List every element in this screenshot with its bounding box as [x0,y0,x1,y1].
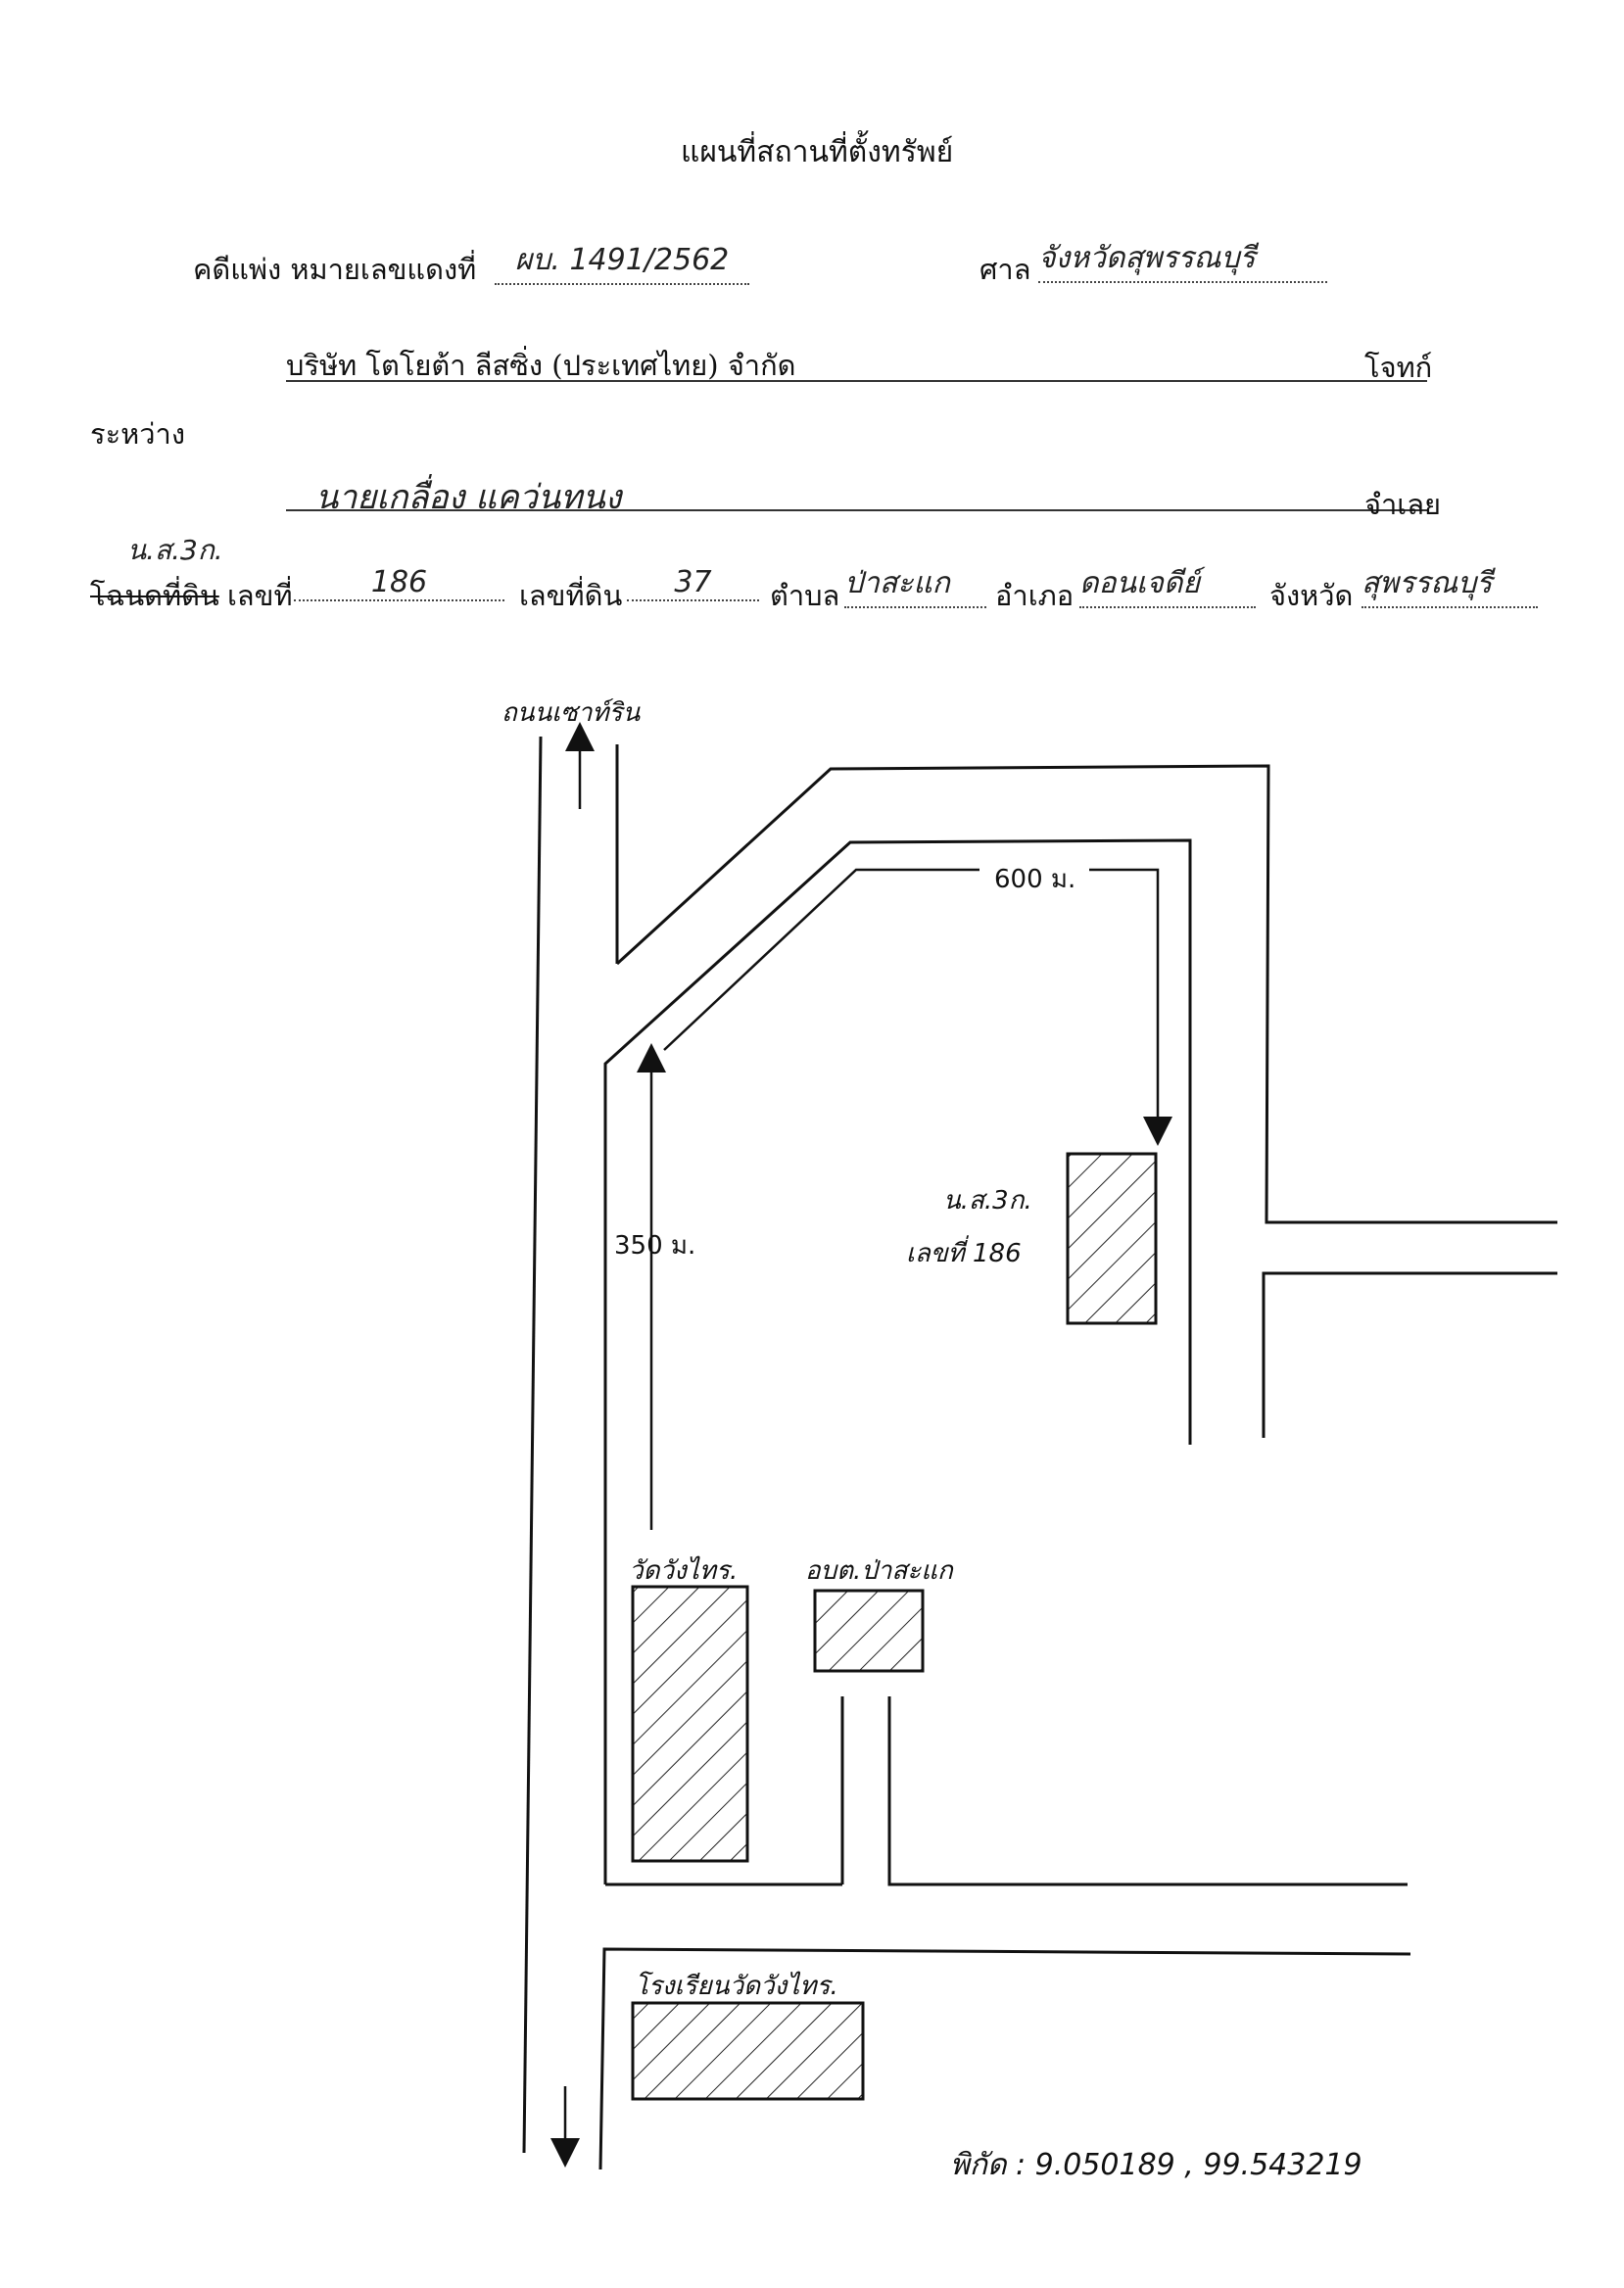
document-title: แผนที่สถานที่ตั้งทรัพย์ [681,135,954,169]
sao-label: อบต.ป่าสะแก [805,1556,954,1586]
school-label: โรงเรียนวัดวังไทร. [635,1971,838,2001]
parcel-label-line1: น.ส.3ก. [943,1186,1032,1216]
defendant-underline [286,509,1427,511]
subdistrict-value: ป่าสะแก [844,560,986,608]
subdistrict-label: ตำบล [770,579,840,612]
inner-road [603,838,1192,1884]
district-value: ดอนเจดีย์ [1079,560,1256,608]
deed-type-handwritten: น.ส.3ก. [127,534,223,566]
court-value: จังหวัดสุพรรณบุรี [1038,235,1327,283]
province-label: จังหวัด [1269,579,1354,612]
distance-top-label: 600 ม. [994,865,1075,894]
sao-building [813,1589,925,1673]
case-number-value: ผบ. 1491/2562 [495,237,749,285]
distance-arrow-600 [1089,868,1172,1146]
parcel-label-line2: เลขที่ 186 [906,1235,1022,1268]
court-label: ศาล [979,253,1031,286]
deed-number-label: เลขที่ [227,579,293,612]
distance-side-label: 350 ม. [614,1231,695,1261]
plaintiff-name: บริษัท โตโยต้า ลีสซิ่ง (ประเทศไทย) จำกัด [286,349,796,382]
main-road-left-edge [522,736,543,2154]
province-value: สุพรรณบุรี [1361,560,1538,608]
between-label: ระหว่าง [90,417,185,451]
deed-struck-label: โฉนดที่ดิน [90,579,219,612]
lower-road [598,1947,1411,2170]
plaintiff-role: โจทก์ [1364,351,1433,384]
school-building [631,2001,865,2101]
land-number-label: เลขที่ดิน [519,579,623,612]
plaintiff-underline [286,380,1427,382]
land-number-value: 37 [627,565,759,601]
defendant-role: จำเลย [1364,488,1441,521]
temple-label: วัดวังไทร. [629,1555,738,1586]
district-label: อำเภอ [995,579,1075,612]
case-number-label: คดีแพ่ง หมายเลขแดงที่ [193,253,477,286]
coordinates-label: พิกัด : 9.050189 , 99.543219 [950,2148,1362,2182]
road-label: ถนนเซาท์ริน [502,698,642,728]
side-street-right [887,1696,1408,1886]
right-road-lower [1262,1271,1557,1438]
distance-path-diagonal [663,868,979,1051]
outer-road-upper [615,764,1557,1224]
target-parcel [1066,1152,1158,1325]
deed-number-value: 186 [294,565,504,601]
road-lines [522,736,1557,2170]
temple-building [631,1585,749,1863]
